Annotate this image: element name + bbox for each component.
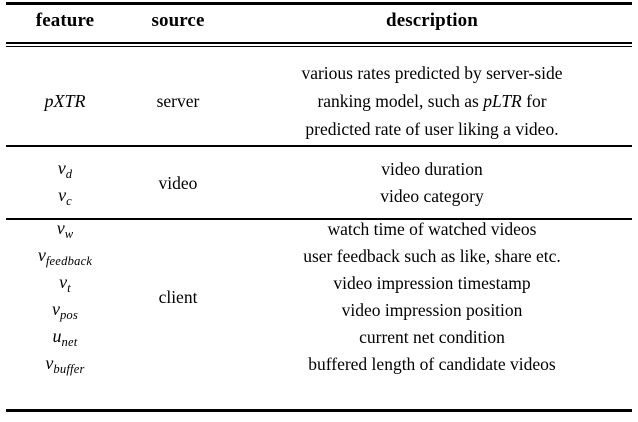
table-row: vc video category — [6, 183, 632, 210]
table-header-row: feature source description — [6, 0, 632, 42]
math-subscript: d — [65, 166, 73, 181]
description-line: predicted rate of user liking a video. — [305, 119, 559, 139]
table-row: vd video video duration — [6, 156, 632, 193]
description-net-condition: current net condition — [359, 327, 505, 347]
description-watch-time: watch time of watched videos — [327, 219, 537, 239]
description-pxtr: various rates predicted by server-side r… — [232, 52, 632, 150]
feature-table-container: feature source description pXTR server v… — [6, 0, 632, 422]
description-line: various rates predicted by server-side — [301, 63, 563, 83]
section-rule-video-client — [6, 218, 632, 220]
feature-table: feature source description pXTR server v… — [6, 0, 632, 386]
description-user-feedback: user feedback such as like, share etc. — [303, 246, 561, 266]
table-row: vw client watch time of watched videos — [6, 216, 632, 307]
feature-symbol-pxtr: pXTR — [6, 52, 124, 150]
source-label-client: client — [158, 286, 198, 307]
emphasis-term: pLTR — [483, 91, 522, 111]
header-rule-lower — [6, 46, 632, 47]
math-symbol: vc — [58, 185, 72, 208]
math-symbol: vpos — [51, 299, 79, 322]
math-symbol: pXTR — [44, 90, 86, 111]
description-video-category: video category — [380, 186, 484, 206]
source-label-server: server — [156, 90, 200, 111]
math-symbol: vbuffer — [45, 353, 85, 376]
description-impression-timestamp: video impression timestamp — [333, 273, 531, 293]
description-text: various rates predicted by server-side r… — [232, 59, 632, 143]
math-subscript: feedback — [45, 253, 93, 268]
table-row: unet current net condition — [6, 324, 632, 351]
table-bottom-rule — [6, 409, 632, 412]
section-rule-server-video — [6, 145, 632, 147]
math-subscript: pos — [59, 307, 79, 322]
description-video-duration: video duration — [381, 159, 483, 179]
source-label-video: video — [158, 172, 198, 193]
feature-symbol-vpos: vpos — [6, 297, 124, 324]
feature-symbol-vd: vd — [6, 156, 124, 183]
table-row: vt video impression timestamp — [6, 270, 632, 297]
table-row: vpos video impression position — [6, 297, 632, 324]
header-rule-upper — [6, 42, 632, 44]
feature-symbol-vw: vw — [6, 216, 124, 243]
math-symbol: vfeedback — [37, 245, 93, 268]
table-top-rule — [6, 2, 632, 5]
column-header-description: description — [386, 10, 478, 31]
feature-symbol-vfeedback: vfeedback — [6, 243, 124, 270]
math-symbol: vw — [56, 218, 74, 241]
math-subscript: buffer — [53, 361, 85, 376]
description-buffered-length: buffered length of candidate videos — [308, 354, 556, 374]
column-header-feature: feature — [35, 10, 95, 31]
description-impression-position: video impression position — [341, 300, 523, 320]
math-symbol: vt — [59, 272, 71, 295]
feature-symbol-vbuffer: vbuffer — [6, 351, 124, 378]
math-subscript: t — [67, 280, 71, 295]
math-symbol: unet — [52, 326, 78, 349]
feature-symbol-unet: unet — [6, 324, 124, 351]
description-line: ranking model, such as pLTR for — [317, 91, 547, 111]
feature-symbol-vc: vc — [6, 183, 124, 210]
feature-symbol-vt: vt — [6, 270, 124, 297]
bottom-gap-spacer — [6, 378, 632, 386]
math-subscript: w — [64, 226, 74, 241]
table-row: pXTR server various rates predicted by s… — [6, 52, 632, 150]
math-symbol: vd — [57, 158, 73, 181]
table-row: vfeedback user feedback such as like, sh… — [6, 243, 632, 270]
math-subscript: c — [66, 193, 72, 208]
math-subscript: net — [61, 334, 78, 349]
column-header-source: source — [151, 10, 205, 31]
table-row: vbuffer buffered length of candidate vid… — [6, 351, 632, 378]
